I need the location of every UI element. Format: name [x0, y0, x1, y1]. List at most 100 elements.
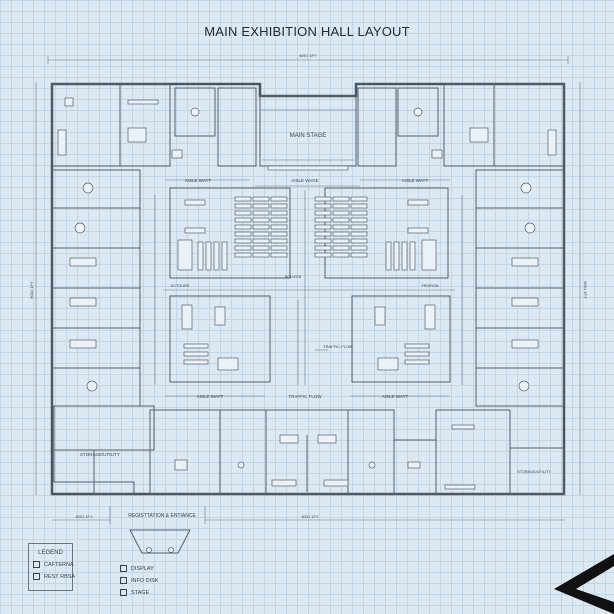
seating-rows [234, 196, 368, 258]
main-stage [259, 95, 357, 171]
seat-row [270, 210, 288, 216]
seat-row [270, 203, 288, 209]
seat-row [234, 217, 252, 223]
seat-row [350, 238, 368, 244]
seat-row [314, 231, 332, 237]
exhibit-block-bottom-right [351, 295, 451, 383]
seat-row [252, 238, 270, 244]
aisle-label-right-mid: FRIKRON [421, 284, 438, 288]
seat-row [252, 203, 270, 209]
stage-icon [120, 589, 127, 596]
dimension-right: 6001 1FY [583, 281, 588, 299]
bottom-rooms [53, 405, 565, 495]
legend-item-restroom: REST RBSA [33, 573, 75, 580]
seat-row [270, 196, 288, 202]
seat-row [252, 217, 270, 223]
seat-row [332, 231, 350, 237]
seat-row [234, 224, 252, 230]
aisle-label-left-mid: DCTOURS [171, 284, 190, 288]
seat-row [350, 231, 368, 237]
corner-chevron-decoration [554, 554, 614, 614]
dimension-top: 6001 1FY [299, 53, 317, 58]
seat-row [252, 245, 270, 251]
aisle-arrows [154, 179, 463, 397]
seat-row [332, 210, 350, 216]
seat-row [314, 224, 332, 230]
aisle-label-bottom-right: AISLE WAYT [382, 394, 409, 399]
seat-row [332, 245, 350, 251]
registration-desk [129, 529, 191, 554]
legend-item-stage: STAGE [120, 589, 159, 601]
legend-item-cafeteria: CAFTERNA [33, 561, 74, 568]
seat-row [270, 217, 288, 223]
top-rooms [51, 83, 565, 167]
seat-row [234, 238, 252, 244]
person-icon [33, 561, 40, 568]
seat-row [270, 224, 288, 230]
entrance-label: REGISTTATION & ENTIANCE [128, 513, 196, 519]
seat-row [350, 224, 368, 230]
dimension-bottom-right: 4001 1FY [301, 514, 319, 519]
seat-row [350, 252, 368, 258]
exterior-wall [50, 82, 566, 496]
seat-row [350, 203, 368, 209]
aisle-label-top-left: AISLE WAYT [185, 178, 212, 183]
seat-row [234, 203, 252, 209]
legend-heading: LEGEND [38, 550, 63, 556]
seat-row [252, 231, 270, 237]
seat-row [252, 252, 270, 258]
aisle-label-bottom-center: TRAFFIC FLOW [288, 394, 322, 399]
dimension-bottom-left: 4001 1FY [75, 514, 93, 519]
seat-row [332, 203, 350, 209]
seat-row [350, 196, 368, 202]
seat-row [270, 245, 288, 251]
seat-row [314, 217, 332, 223]
seat-row [252, 210, 270, 216]
display-icon [120, 565, 127, 572]
center-label: ROLWON [285, 275, 302, 279]
page-title: MAIN EXHIBITION HALL LAYOUT [204, 24, 410, 39]
seat-row [314, 245, 332, 251]
aisle-label-bottom-left: AISLE WAYT [197, 394, 224, 399]
right-side-rooms [475, 169, 565, 407]
legend-extra: DISPLAY INFO DISK STAGE [120, 565, 159, 601]
seat-row [270, 231, 288, 237]
seat-row [332, 252, 350, 258]
seat-row [332, 224, 350, 230]
seat-row [350, 217, 368, 223]
main-stage-label: MAIN STAGE [290, 133, 327, 139]
legend-box: LEGEND CAFTERNA REST RBSA [28, 543, 75, 591]
seat-row [332, 238, 350, 244]
seat-row [234, 210, 252, 216]
seat-row [234, 245, 252, 251]
seat-row [234, 252, 252, 258]
legend-item-display: DISPLAY [120, 565, 159, 577]
left-side-rooms [51, 169, 141, 407]
aisle-label-top-center: AISLE WAGE [291, 178, 319, 183]
aisle-label-top-right: AISLE WAYT [402, 178, 429, 183]
info-desk-icon [120, 577, 127, 584]
seat-row [332, 196, 350, 202]
seat-row [314, 252, 332, 258]
dimension-lines [35, 56, 581, 524]
seat-row [270, 238, 288, 244]
seat-row [314, 203, 332, 209]
seat-row [332, 217, 350, 223]
traffic-flow-label: TRAFFIC FLOW [323, 344, 353, 349]
seat-row [350, 210, 368, 216]
seat-row [314, 238, 332, 244]
restroom-icon [33, 573, 40, 580]
seat-row [350, 245, 368, 251]
seat-row [270, 252, 288, 258]
seat-row [234, 196, 252, 202]
seat-row [252, 224, 270, 230]
seat-row [234, 231, 252, 237]
dimension-left: 6001 1FY [29, 281, 34, 299]
exhibit-block-top-left [169, 187, 291, 279]
seat-row [314, 196, 332, 202]
seat-row [314, 210, 332, 216]
exhibit-block-bottom-left [169, 295, 271, 383]
seat-row [252, 196, 270, 202]
